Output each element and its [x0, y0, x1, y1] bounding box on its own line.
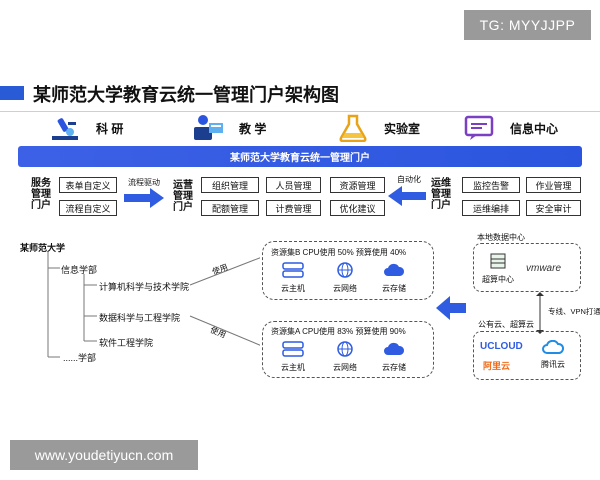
resource-set-label: 资源集B CPU使用 50% 预算使用 40% [271, 248, 407, 257]
maint-item: 运维编排 [462, 200, 520, 216]
microscope-icon [48, 114, 82, 142]
ops-item: 人员管理 [266, 177, 321, 193]
right-arrow-icon [124, 188, 164, 208]
tencent-cloud: 腾讯云 [541, 339, 565, 370]
ops-item: 优化建议 [330, 200, 385, 216]
globe-icon [336, 262, 354, 280]
tree-school: 计算机科学与技术学院 [99, 282, 190, 292]
server-rack-icon [489, 253, 507, 271]
flow-drive-label: 流程驱动 [128, 178, 160, 187]
tencent-cloud-icon [542, 339, 565, 356]
category-lab: 实验室 [336, 114, 420, 142]
cloud-storage-icon [383, 341, 405, 359]
service-cloud-host: 云主机 [281, 262, 305, 294]
resource-set-label: 资源集A CPU使用 83% 预算使用 90% [271, 327, 406, 336]
category-info-center: 信息中心 [462, 114, 558, 142]
category-research: 科 研 [48, 114, 123, 142]
automation-label: 自动化 [397, 175, 421, 184]
tree-more: ......学部 [63, 353, 97, 363]
maint-item: 监控告警 [462, 177, 520, 193]
title-accent-bar [0, 86, 24, 100]
ucloud-logo: UCLOUD [480, 341, 523, 352]
tree-school: 数据科学与工程学院 [99, 313, 181, 323]
category-label: 信息中心 [510, 121, 559, 136]
server-icon [282, 341, 304, 359]
globe-icon [336, 341, 354, 359]
local-dc-box [473, 243, 581, 292]
maint-item: 安全审计 [526, 200, 581, 216]
aliyun-logo: 阿里云 [483, 361, 511, 371]
public-cloud-label: 公有云、超算云 [478, 320, 534, 329]
left-arrow-icon [436, 296, 466, 320]
ops-item: 配额管理 [201, 200, 259, 216]
ops-item: 资源管理 [330, 177, 385, 193]
watermark-bottom: www.youdetiyucn.com [10, 440, 198, 470]
link-label: 专线、VPN打通 [548, 307, 600, 316]
tree-root: 某师范大学 [20, 243, 66, 253]
category-label: 科 研 [96, 121, 124, 136]
public-cloud-box [473, 331, 581, 380]
service-cloud-network: 云网络 [333, 341, 357, 373]
vmware-logo: vmware [526, 263, 562, 274]
page-title: 某师范大学教育云统一管理门户架构图 [33, 85, 339, 105]
category-teaching: 教 学 [191, 114, 266, 142]
service-cloud-storage: 云存储 [382, 341, 406, 373]
teacher-icon [191, 114, 225, 142]
service-portal-title: 服务管理门户 [31, 178, 51, 211]
category-label: 实验室 [384, 121, 421, 136]
category-label: 教 学 [239, 121, 267, 136]
service-cloud-network: 云网络 [333, 262, 357, 294]
link-arrow [536, 292, 544, 334]
server-icon [282, 262, 304, 280]
local-dc-label: 本地数据中心 [477, 233, 525, 242]
service-cloud-host: 云主机 [281, 341, 305, 373]
org-tree-lines [47, 252, 260, 358]
cloud-storage-icon [383, 262, 405, 280]
service-cloud-storage: 云存储 [382, 262, 406, 294]
resource-set-a [262, 321, 434, 378]
supercomputer-center: 超算中心 [482, 253, 514, 285]
resource-set-b [262, 241, 434, 300]
ops-item: 计费管理 [266, 200, 321, 216]
divider [0, 111, 600, 112]
ops-portal-title: 运营管理门户 [173, 180, 193, 213]
tree-school: 软件工程学院 [99, 338, 154, 348]
left-arrow-icon [388, 186, 426, 206]
service-item: 表单自定义 [59, 177, 117, 193]
tree-dept: 信息学部 [61, 265, 98, 275]
flask-icon [336, 114, 370, 142]
message-icon [462, 114, 496, 142]
maint-portal-title: 运维管理门户 [431, 178, 451, 211]
service-item: 流程自定义 [59, 200, 117, 216]
watermark-top: TG: MYYJJPP [464, 10, 591, 40]
maint-item: 作业管理 [526, 177, 581, 193]
ops-item: 组织管理 [201, 177, 259, 193]
portal-banner: 某师范大学教育云统一管理门户 [18, 146, 582, 167]
